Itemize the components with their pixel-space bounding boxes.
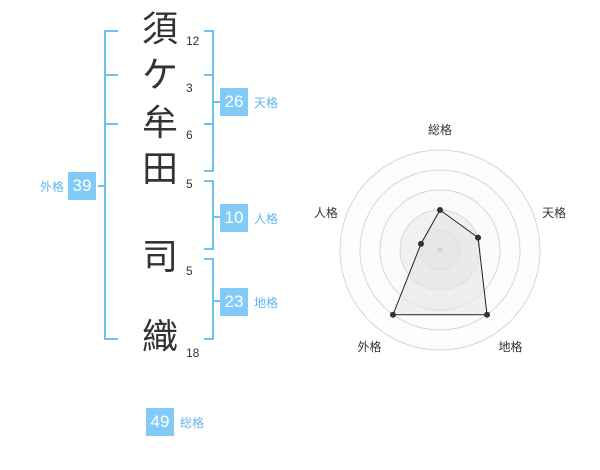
stroke-count-1: 12 bbox=[186, 34, 200, 48]
radar-point-1 bbox=[437, 207, 443, 213]
radar-label-2: 天格 bbox=[542, 205, 566, 220]
chikaku-value: 23 bbox=[220, 288, 248, 316]
jinkaku-label: 人格 bbox=[254, 211, 279, 226]
tenkaku-badge: 26 天格 bbox=[220, 88, 278, 116]
tenkaku-bracket-connector bbox=[212, 101, 220, 103]
tenkaku-bracket-tick-2 bbox=[204, 123, 214, 125]
outer-bracket-tick-1 bbox=[104, 74, 118, 76]
radar-point-2 bbox=[475, 234, 482, 241]
jinkaku-bracket-top bbox=[204, 180, 214, 182]
name-char-1: 須 bbox=[141, 9, 178, 50]
radar-label-4: 外格 bbox=[357, 339, 381, 354]
stroke-count-4: 5 bbox=[186, 177, 193, 191]
chikaku-bracket-vertical bbox=[212, 258, 214, 340]
radar-point-4 bbox=[389, 311, 396, 318]
gaikaku-value: 39 bbox=[68, 172, 97, 200]
stroke-count-2: 3 bbox=[186, 81, 193, 95]
outer-bracket-bottom bbox=[104, 338, 118, 340]
outer-bracket-top bbox=[104, 30, 118, 32]
tenkaku-bracket-bottom bbox=[204, 170, 214, 172]
jinkaku-bracket-bottom bbox=[204, 248, 214, 250]
tenkaku-bracket-top bbox=[204, 30, 214, 32]
name-char-2: ケ bbox=[141, 55, 178, 96]
radar-point-5 bbox=[417, 240, 424, 247]
jinkaku-bracket-connector bbox=[212, 216, 220, 218]
gaikaku-label: 外格 bbox=[40, 179, 65, 194]
name-char-4: 田 bbox=[141, 149, 178, 190]
soukaku-label: 総格 bbox=[180, 415, 205, 430]
chikaku-bracket-connector bbox=[212, 300, 220, 302]
chikaku-bracket-bottom bbox=[204, 338, 214, 340]
jinkaku-bracket-vertical bbox=[212, 180, 214, 250]
radar-label-1: 総格 bbox=[428, 122, 452, 137]
stroke-count-6: 18 bbox=[186, 346, 200, 360]
outer-bracket-tick-2 bbox=[104, 123, 118, 125]
tenkaku-label: 天格 bbox=[254, 95, 279, 110]
outer-bracket-connector bbox=[98, 185, 106, 187]
soukaku-value: 49 bbox=[146, 408, 174, 436]
jinkaku-badge: 10 人格 bbox=[220, 204, 278, 232]
chikaku-label: 地格 bbox=[254, 295, 279, 310]
radar-point-3 bbox=[484, 311, 491, 318]
tenkaku-value: 26 bbox=[220, 88, 248, 116]
radar-label-3: 地格 bbox=[499, 339, 523, 354]
radar-series-polygon bbox=[392, 209, 488, 316]
tenkaku-bracket-tick-1 bbox=[204, 74, 214, 76]
stroke-count-3: 6 bbox=[186, 128, 193, 142]
name-char-3: 牟 bbox=[141, 103, 178, 144]
stroke-count-5: 5 bbox=[186, 264, 193, 278]
chikaku-badge: 23 地格 bbox=[220, 288, 278, 316]
jinkaku-value: 10 bbox=[220, 204, 248, 232]
name-char-6: 織 bbox=[141, 317, 178, 358]
radar-label-5: 人格 bbox=[314, 205, 338, 220]
chikaku-bracket-top bbox=[204, 258, 214, 260]
gaikaku-badge: 外格 39 bbox=[40, 172, 97, 200]
name-char-5: 司 bbox=[141, 237, 178, 278]
soukaku-badge: 49 総格 bbox=[146, 408, 204, 436]
